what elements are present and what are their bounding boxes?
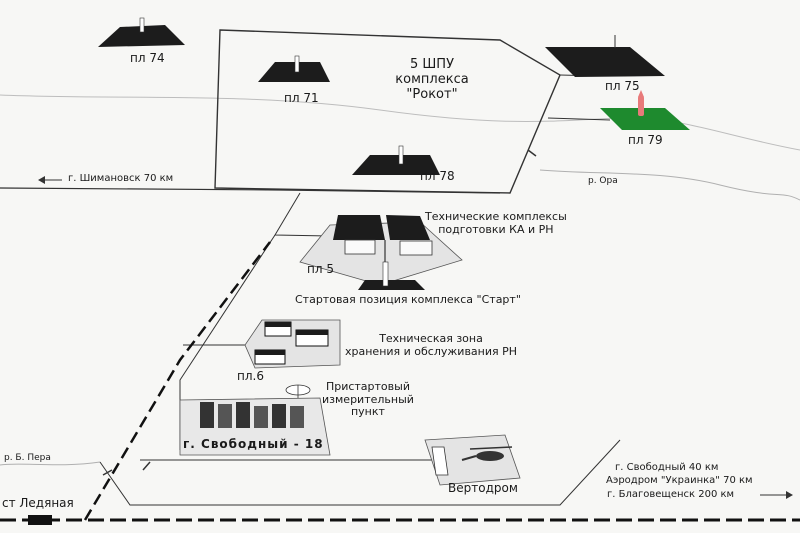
- road-pl79: [547, 117, 611, 121]
- building-pl5-2: [386, 215, 430, 240]
- label-shpu-line2: комплекса: [395, 71, 469, 87]
- road-bottom-frame: [99, 439, 621, 506]
- rocket-pl78: [398, 145, 404, 165]
- building-pl6-1-roof: [265, 322, 291, 327]
- label-dist-airfield: Аэродром "Украинка" 70 км: [606, 475, 753, 486]
- rocket-pl74: [139, 17, 145, 33]
- pad-pl79: [600, 108, 690, 130]
- label-measuring-point: Пристартовый измерительный пункт: [322, 380, 414, 419]
- bridge-mark-1: [102, 469, 113, 476]
- label-river-b-pera: р. Б. Пера: [4, 453, 51, 463]
- river-ora: [539, 169, 800, 201]
- arrow-right-icon: [760, 491, 793, 499]
- label-pl78: пл 78: [420, 169, 455, 183]
- building-pl6-2-roof: [296, 330, 328, 335]
- road-to-pl5: [274, 192, 331, 237]
- label-svobodny18: г. Свободный - 18: [183, 437, 324, 451]
- label-measuring-line1: Пристартовый: [325, 380, 410, 393]
- label-start-position: Стартовая позиция комплекса "Старт": [295, 293, 521, 306]
- label-tech-zone-line1: Техническая зона: [379, 332, 483, 345]
- label-tech-zone-line2: хранения и обслуживания РН: [345, 344, 518, 358]
- rocket-pl79-tip: [638, 90, 644, 97]
- label-shpu-line3: "Рокот": [406, 86, 458, 102]
- rocket-pl71: [294, 55, 300, 73]
- hangar-pl5-2: [399, 240, 433, 256]
- crossing-mark: [527, 149, 537, 157]
- pad-start: [358, 280, 425, 290]
- rocket-start: [382, 261, 389, 287]
- label-measuring-line2: измерительный: [322, 392, 414, 406]
- antenna-icon: [285, 384, 311, 398]
- pad-pl75: [545, 47, 665, 77]
- label-tech-complex: Технические комплексы подготовки КА и РН: [425, 210, 567, 236]
- station-block: [28, 515, 52, 525]
- label-pl74: пл 74: [130, 51, 165, 65]
- town-buildings: [200, 402, 304, 428]
- hangar-pl5-1: [344, 239, 376, 255]
- label-pl71: пл 71: [284, 91, 319, 105]
- label-river-ora: р. Ора: [588, 176, 618, 186]
- label-shpu: 5 ШПУ комплекса "Рокот": [382, 57, 482, 103]
- label-pl5: пл 5: [307, 262, 334, 276]
- label-tech-zone: Техническая зона хранения и обслуживания…: [345, 332, 518, 358]
- label-dist-blagoveshchensk: г. Благовещенск 200 км: [607, 489, 735, 500]
- river-b-pera: [0, 461, 101, 466]
- label-tech-complex-line2: подготовки КА и РН: [438, 222, 554, 236]
- pad-pl74: [98, 25, 185, 47]
- shpu-boundary: [214, 29, 561, 194]
- label-pl6: пл.6: [237, 369, 264, 383]
- label-pl75: пл 75: [605, 79, 640, 93]
- river-top: [0, 94, 800, 151]
- label-measuring-line3: пункт: [350, 405, 385, 419]
- pad-pl71: [258, 62, 330, 82]
- label-pl79: пл 79: [628, 133, 663, 147]
- label-heliport: Вертодром: [448, 481, 518, 495]
- label-tech-complex-line1: Технические комплексы: [425, 210, 567, 223]
- label-dist-svobodny: г. Свободный 40 км: [615, 462, 719, 473]
- label-station-ledyanaya: ст Ледяная: [2, 496, 74, 510]
- label-shimanovsk: г. Шимановск 70 км: [68, 173, 174, 184]
- building-pl5-1: [333, 215, 385, 240]
- arrow-left-icon: [38, 176, 62, 184]
- pad-pl78: [352, 155, 440, 175]
- helicopter-icon: [461, 446, 513, 461]
- label-shpu-line1: 5 ШПУ: [409, 57, 454, 72]
- rocket-pl79: [638, 96, 644, 116]
- heliport-pad: [431, 446, 449, 476]
- bridge-mark-2: [142, 461, 151, 471]
- railway-spur: [83, 241, 271, 521]
- building-pl6-3-roof: [255, 350, 285, 355]
